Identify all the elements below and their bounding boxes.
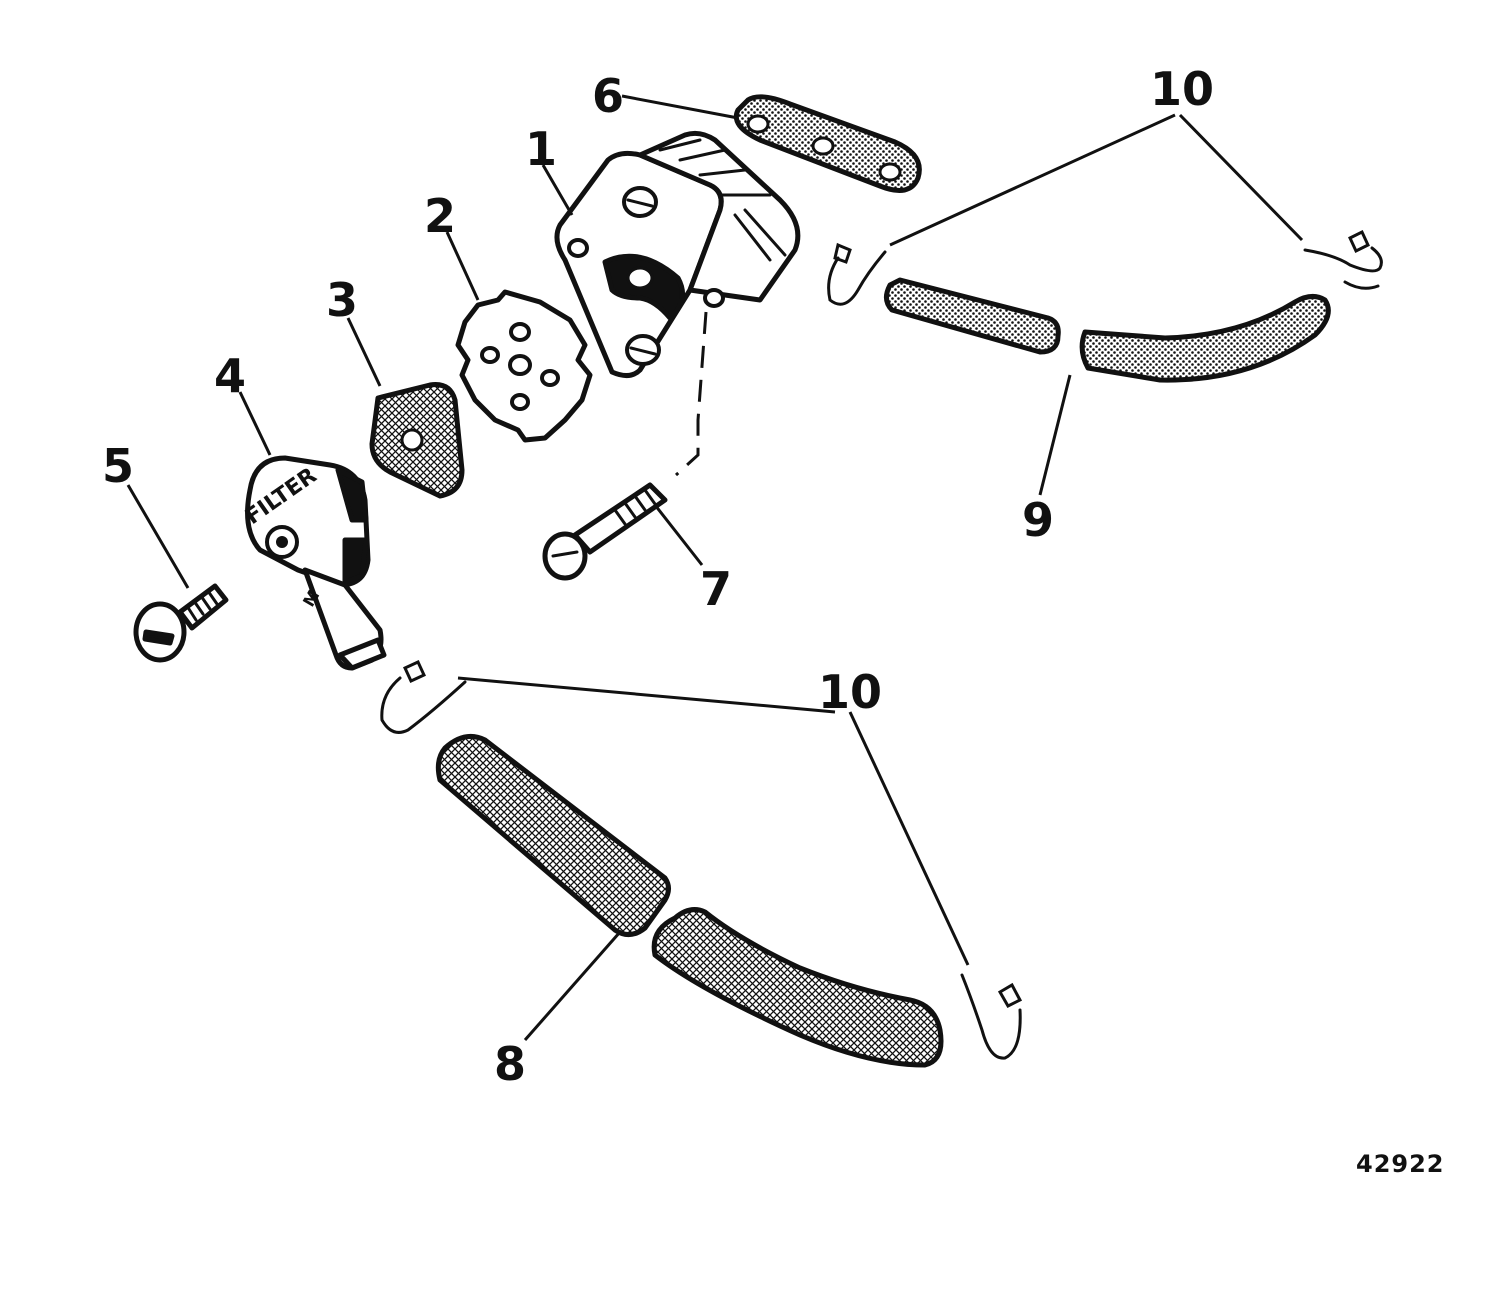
part-5-screw <box>133 583 229 663</box>
part-10-clamp-upper-right <box>1303 229 1383 290</box>
part-9-hose-short <box>884 277 1061 355</box>
callout-numbers: 1 2 3 4 5 6 7 8 9 10 10 <box>102 62 1214 1091</box>
callout-3: 3 <box>326 273 358 327</box>
callout-10-top: 10 <box>1150 62 1214 116</box>
part-2-diaphragm <box>455 289 593 443</box>
part-6-gasket <box>733 94 922 193</box>
alignment-line-7 <box>674 311 708 477</box>
callout-9: 9 <box>1022 493 1054 547</box>
part-10-clamp-lower-left <box>380 660 467 734</box>
callout-2: 2 <box>424 189 456 243</box>
callout-1: 1 <box>525 122 557 176</box>
part-3-filter-screen <box>369 382 465 499</box>
part-4-filter-cover: M FILTER <box>241 455 387 671</box>
leader-lines <box>126 94 1304 1041</box>
callout-10-bottom: 10 <box>818 665 882 719</box>
part-7-screw <box>542 482 668 581</box>
callout-4: 4 <box>214 349 246 403</box>
callout-6: 6 <box>592 69 624 123</box>
part-9-hose-long <box>1079 294 1331 383</box>
part-8-hose-upper <box>435 733 671 937</box>
part-1-pump-body <box>554 130 801 378</box>
callout-5: 5 <box>102 439 134 493</box>
callout-8: 8 <box>494 1037 526 1091</box>
part-10-clamp-upper-left <box>827 242 887 306</box>
figure-number: 42922 <box>1356 1150 1445 1178</box>
part-8-hose-lower <box>651 907 944 1068</box>
callout-7: 7 <box>700 562 732 616</box>
part-10-clamp-lower-right <box>960 973 1023 1060</box>
